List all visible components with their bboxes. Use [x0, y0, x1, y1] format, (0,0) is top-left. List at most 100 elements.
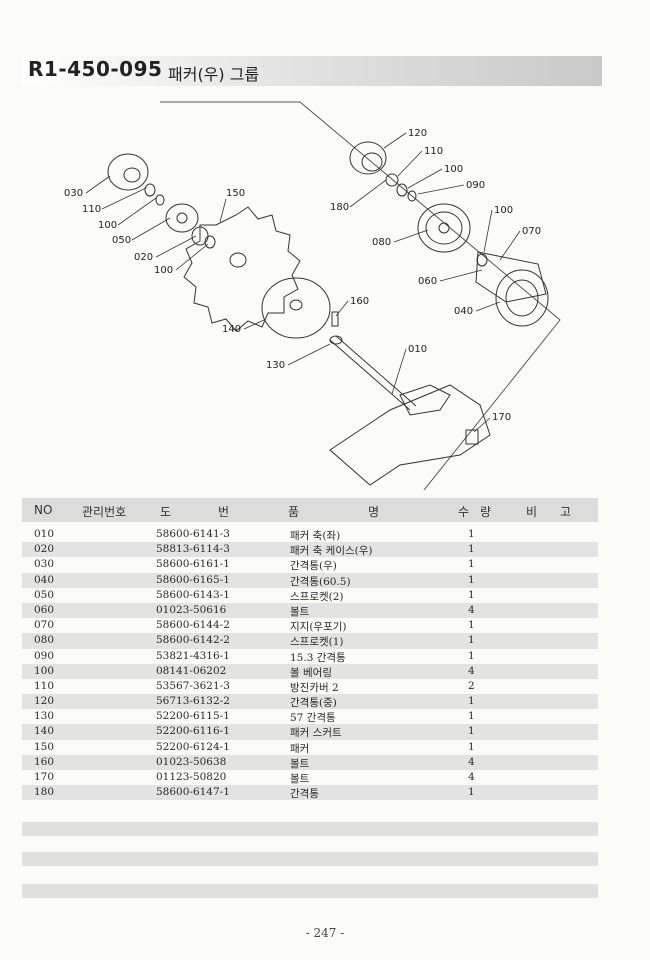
part-name: 지지(우포기) — [290, 621, 347, 634]
part-name: 방진카버 2 — [290, 681, 339, 694]
quantity: 4 — [468, 755, 475, 768]
parts-table-header: NO 관리번호 도 번 품 명 수 량 비 고 — [22, 498, 598, 522]
exploded-parts-diagram: 120 110 100 090 100 070 030 110 100 050 … — [64, 101, 561, 490]
quantity: 1 — [468, 725, 475, 738]
col-dwg-2: 번 — [218, 505, 230, 519]
callout-label: 100 — [494, 205, 513, 216]
quantity: 1 — [468, 740, 475, 753]
drawing-number: 53821-4316-1 — [156, 649, 230, 662]
quantity: 4 — [468, 771, 475, 783]
part-no: 100 — [34, 664, 55, 677]
table-row: 140 52200-6116-1 패커 스커트 1 — [22, 724, 598, 740]
quantity: 1 — [468, 619, 475, 632]
blank-row — [22, 884, 598, 898]
drawing-number: 52200-6124-1 — [156, 740, 230, 753]
drawing-number: 58600-6147-1 — [156, 786, 230, 799]
part-no: 120 — [34, 695, 55, 708]
quantity: 1 — [468, 573, 475, 586]
drawing-number: 01123-50820 — [156, 771, 227, 783]
col-dwg-1: 도 — [160, 505, 172, 519]
group-name: 패커(우) 그룹 — [168, 65, 260, 84]
table-row: 070 58600-6144-2 지지(우포기) 1 — [22, 618, 598, 633]
callout-label: 170 — [492, 412, 511, 423]
callout-label: 150 — [226, 188, 245, 199]
callout-label: 090 — [466, 180, 485, 191]
callout-label: 010 — [408, 344, 427, 355]
callout-label: 040 — [454, 306, 473, 317]
callout-label: 100 — [444, 164, 463, 175]
quantity: 1 — [468, 786, 475, 799]
blank-row — [22, 852, 598, 866]
part-no: 090 — [34, 649, 55, 662]
title-bar — [22, 56, 602, 86]
part-no: 010 — [34, 528, 55, 540]
quantity: 1 — [468, 710, 475, 723]
part-name: 볼트 — [290, 773, 310, 785]
group-code: R1-450-095 — [28, 57, 163, 81]
part-name: 스프로켓(2) — [290, 590, 344, 603]
table-row: 130 52200-6115-1 57 간격통 1 — [22, 709, 598, 724]
part-name: 볼트 — [290, 757, 310, 770]
quantity: 1 — [468, 695, 475, 708]
quantity: 1 — [468, 528, 475, 540]
table-row: 150 52200-6124-1 패커 1 — [22, 740, 598, 755]
callout-label: 130 — [266, 360, 285, 371]
drawing-number: 52200-6115-1 — [156, 710, 230, 723]
col-qty-2: 량 — [480, 505, 492, 519]
drawing-number: 58600-6143-1 — [156, 588, 230, 601]
part-no: 130 — [34, 710, 55, 723]
callout-label: 180 — [330, 202, 349, 213]
quantity: 1 — [468, 634, 475, 647]
drawing-number: 56713-6132-2 — [156, 695, 230, 708]
col-no: NO — [34, 503, 53, 517]
drawing-number: 58600-6144-2 — [156, 619, 230, 632]
col-note-1: 비 — [526, 505, 538, 519]
diagram-callouts: 120 110 100 090 100 070 030 110 100 050 … — [64, 128, 541, 423]
part-no: 160 — [34, 755, 55, 768]
part-no: 180 — [34, 786, 55, 799]
drawing-number: 08141-06202 — [156, 664, 227, 677]
callout-label: 080 — [372, 237, 391, 248]
callout-label: 110 — [82, 204, 101, 215]
callout-label: 070 — [522, 226, 541, 237]
part-no: 140 — [34, 725, 55, 738]
drawing-number: 58813-6114-3 — [156, 543, 230, 556]
callout-label: 160 — [350, 296, 369, 307]
quantity: 2 — [468, 679, 475, 692]
part-name: 패커 — [290, 742, 310, 755]
drawing-number: 53567-3621-3 — [156, 679, 230, 692]
col-name-1: 품 — [288, 505, 300, 519]
part-name: 볼트 — [290, 605, 310, 618]
part-no: 150 — [34, 740, 55, 753]
part-name: 패커 스커트 — [290, 727, 342, 740]
part-no: 070 — [34, 619, 55, 632]
callout-label: 020 — [134, 252, 153, 263]
part-no: 030 — [34, 558, 55, 571]
callout-label: 030 — [64, 188, 83, 199]
part-no: 020 — [34, 543, 55, 556]
drawing-number: 52200-6116-1 — [156, 725, 230, 738]
col-name-2: 명 — [368, 505, 380, 519]
callout-label: 110 — [424, 146, 443, 157]
drawing-number: 58600-6165-1 — [156, 573, 230, 586]
callout-label: 060 — [418, 276, 437, 287]
quantity: 1 — [468, 588, 475, 601]
drawing-number: 58600-6161-1 — [156, 558, 230, 571]
part-name: 15.3 간격통 — [290, 651, 346, 664]
part-no: 050 — [34, 588, 55, 601]
part-name: 57 간격통 — [290, 712, 336, 725]
quantity: 1 — [468, 558, 475, 571]
callout-label: 120 — [408, 128, 427, 139]
